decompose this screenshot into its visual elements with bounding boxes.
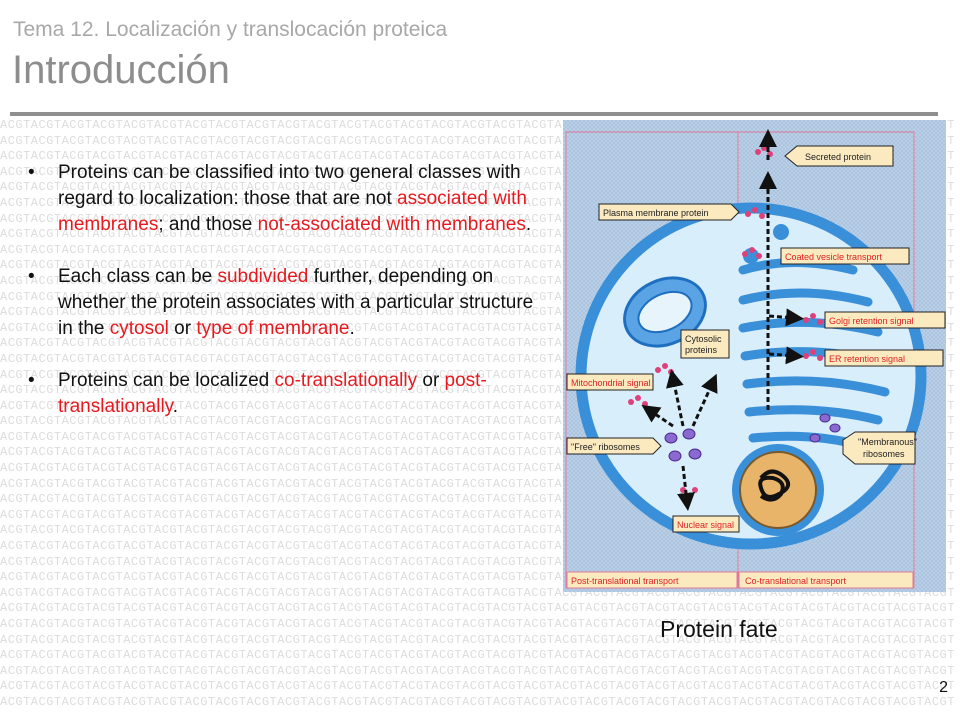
- svg-text:Mitochondrial signal: Mitochondrial signal: [571, 378, 651, 388]
- svg-text:Plasma membrane protein: Plasma membrane protein: [603, 208, 709, 218]
- diagram-caption: Protein fate: [660, 616, 778, 642]
- svg-text:Cytosolic: Cytosolic: [685, 334, 722, 344]
- protein-fate-diagram: Secreted protein Plasma membrane protein…: [563, 120, 946, 592]
- bullet-text: Proteins can be localized: [58, 370, 275, 391]
- svg-text:Golgi retention signal: Golgi retention signal: [829, 316, 914, 326]
- bullet-text: or: [168, 318, 197, 339]
- bullet-text: .: [349, 318, 355, 339]
- label-nuclear: Nuclear signal: [672, 515, 740, 533]
- highlighted-term: type of membrane: [196, 318, 350, 339]
- membranous-ribosomes: [809, 413, 841, 443]
- svg-text:proteins: proteins: [685, 345, 718, 355]
- highlighted-term: associated with membranes: [58, 188, 527, 235]
- highlighted-term: not-associated with membranes: [257, 214, 526, 235]
- label-mitochondrial: Mitochondrial signal: [566, 373, 654, 391]
- bullet-text: Each class can be: [58, 266, 218, 287]
- label-coated-vesicle: Coated vesicle transport: [780, 247, 910, 265]
- label-membranous-ribosomes: "Membranous" ribosomes: [842, 431, 917, 465]
- highlighted-term: cytosol: [109, 318, 169, 339]
- title-divider: [10, 112, 938, 116]
- svg-text:"Free" ribosomes: "Free" ribosomes: [571, 442, 640, 452]
- bullet-text: ; and those: [158, 214, 258, 235]
- label-golgi: Golgi retention signal: [824, 311, 946, 329]
- label-post-translational: Post-translational transport: [566, 571, 738, 589]
- bullet-list: Proteins can be classified into two gene…: [28, 160, 546, 446]
- svg-text:Co-translational transport: Co-translational transport: [745, 576, 847, 586]
- bullet-text: Proteins can be classified into two gene…: [58, 162, 521, 209]
- bullet-text: or: [417, 370, 445, 391]
- svg-text:Secreted protein: Secreted protein: [805, 152, 871, 162]
- nucleus: [732, 444, 824, 536]
- bullet-item: Proteins can be classified into two gene…: [28, 160, 546, 238]
- svg-text:"Membranous": "Membranous": [858, 437, 917, 447]
- highlighted-term: subdivided: [217, 266, 309, 287]
- page-number: 2: [939, 679, 948, 696]
- bullet-item: Each class can be subdivided further, de…: [28, 264, 546, 342]
- label-cytosolic: Cytosolic proteins: [680, 329, 730, 359]
- svg-text:ER retention signal: ER retention signal: [829, 354, 905, 364]
- highlighted-term: co-translationally: [274, 370, 418, 391]
- vesicle: [773, 224, 789, 240]
- bullet-text: .: [525, 214, 532, 235]
- label-plasma-membrane: Plasma membrane protein: [598, 203, 740, 221]
- highlighted-term: post-translationally: [58, 370, 487, 417]
- slide-title: Introducción: [12, 48, 230, 92]
- label-free-ribosomes: "Free" ribosomes: [566, 437, 662, 455]
- label-er: ER retention signal: [824, 349, 944, 367]
- svg-text:Coated vesicle transport: Coated vesicle transport: [785, 252, 883, 262]
- svg-text:ribosomes: ribosomes: [863, 449, 905, 459]
- label-co-translational: Co-translational transport: [738, 571, 914, 589]
- svg-text:Post-translational transport: Post-translational transport: [571, 576, 679, 586]
- svg-text:Nuclear signal: Nuclear signal: [677, 520, 734, 530]
- bullet-text: further, depending on whether the protei…: [58, 266, 534, 339]
- label-secreted: Secreted protein: [784, 145, 894, 167]
- mitochondrion: [623, 276, 707, 348]
- transport-arrows: [641, 129, 804, 511]
- bullet-text: .: [172, 396, 179, 417]
- free-ribosomes: [664, 428, 702, 462]
- slide-supertitle: Tema 12. Localización y translocación pr…: [13, 18, 448, 41]
- bullet-item: Proteins can be localized co-translation…: [28, 368, 546, 420]
